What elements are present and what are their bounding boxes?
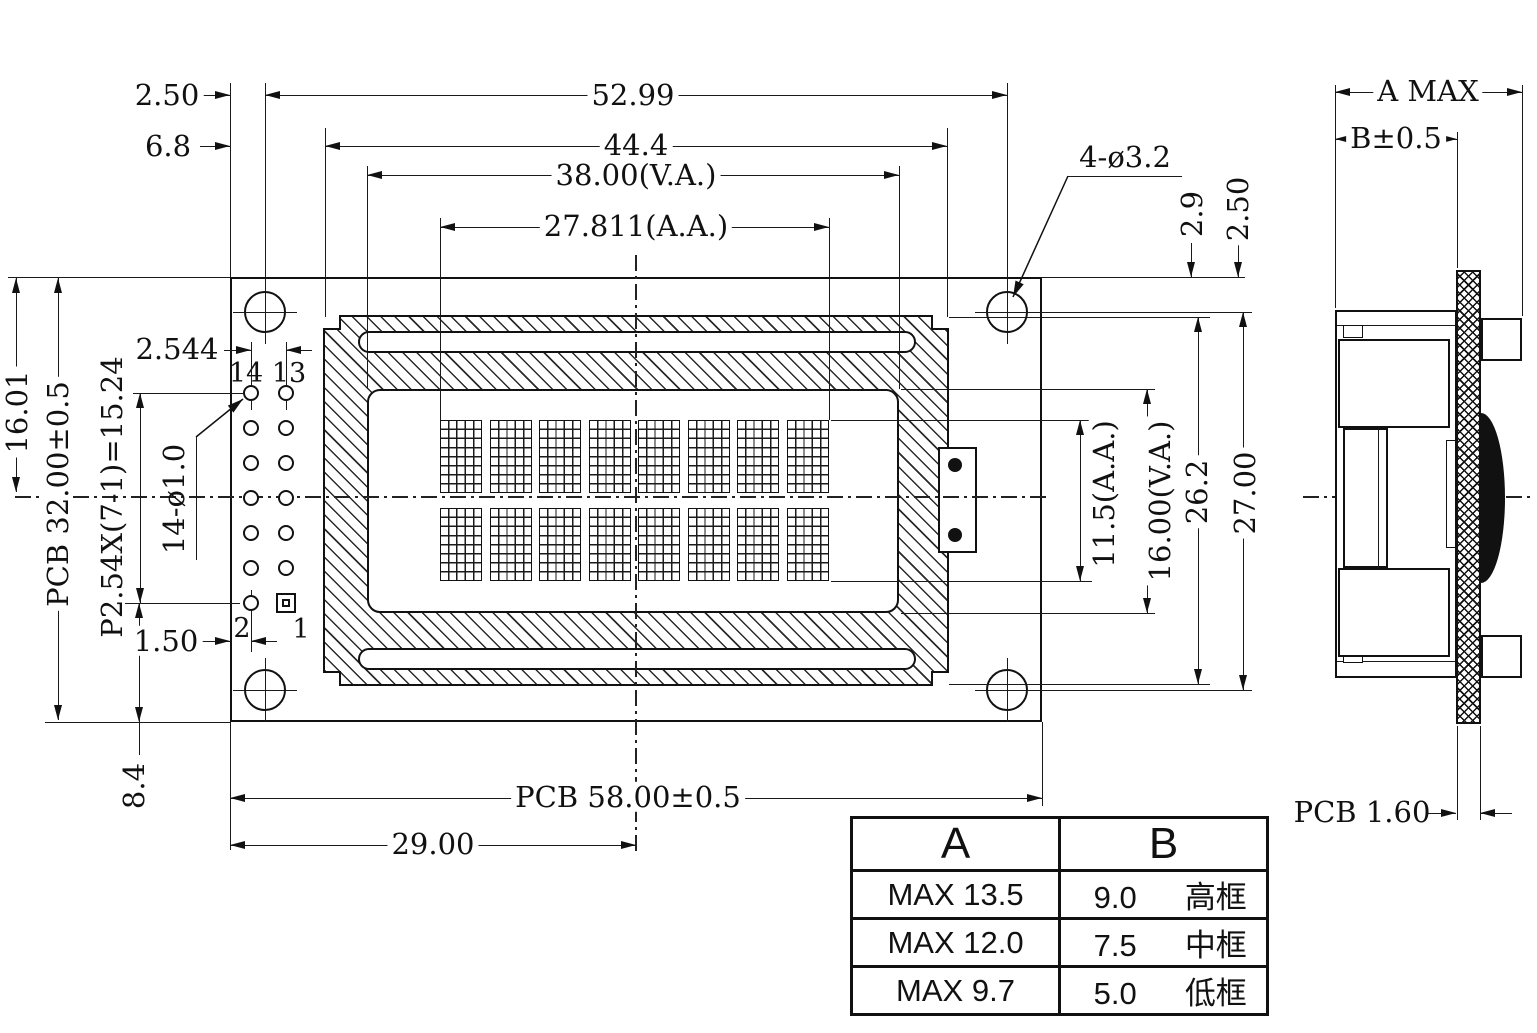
character-block <box>737 420 779 493</box>
pin-hole <box>243 490 259 506</box>
character-block <box>787 508 829 581</box>
pin-label-1: 1 <box>292 613 310 645</box>
dim-pcb-thickness: PCB 1.60 <box>1293 794 1431 829</box>
character-block <box>589 420 631 493</box>
pin-label-13: 13 <box>271 357 307 389</box>
b-label: 高框 <box>1184 880 1247 915</box>
vertical-centerline <box>635 255 637 855</box>
b-value: 9.0 <box>1093 880 1137 915</box>
side-top-step <box>1343 325 1363 338</box>
cell-b: 9.0 高框 <box>1058 869 1269 920</box>
table-header-b: B <box>1058 816 1269 872</box>
character-block <box>440 508 482 581</box>
dim-mount-hole-note: 4-ø3.2 <box>1079 139 1171 174</box>
table-row: MAX 9.7 5.0 低框 <box>850 965 1269 1016</box>
table-header-a: A <box>850 816 1061 872</box>
b-label: 低框 <box>1184 976 1247 1011</box>
pin-hole <box>243 525 259 541</box>
pin-hole <box>243 560 259 576</box>
character-block <box>638 508 680 581</box>
pin-hole <box>278 420 294 436</box>
side-lcd-glass <box>1343 428 1388 568</box>
backlight-pin-dot <box>948 458 962 472</box>
pin-hole <box>243 595 259 611</box>
dim-edge-to-bezel-gap: 2.9 <box>1175 186 1209 242</box>
dim-edge-to-hole: 2.50 <box>130 79 204 110</box>
side-bottom-cell <box>1338 568 1450 657</box>
cell-a: MAX 12.0 <box>850 917 1061 968</box>
dim-viewing-area-width: 38.00(V.A.) <box>551 159 721 190</box>
dim-pin-to-bottom-edge: 8.4 <box>117 758 151 814</box>
dim-bezel-height: 26.2 <box>1180 455 1214 529</box>
dim-hole-span: 52.99 <box>587 79 679 110</box>
dim-pin-hole-note: 14-ø1.0 <box>156 443 191 555</box>
dim-active-area-height: 11.5(A.A.) <box>1087 416 1121 572</box>
side-pcb-strip <box>1456 270 1481 724</box>
dim-edge-to-pin: 1.50 <box>129 625 203 656</box>
character-block <box>638 420 680 493</box>
cell-a: MAX 13.5 <box>850 869 1061 920</box>
dim-pin-span: P2.54X(7-1)=15.24 <box>94 356 129 638</box>
dim-pin-col-pitch: 2.544 <box>131 333 223 364</box>
cell-b: 5.0 低框 <box>1058 965 1269 1016</box>
dim-active-area-width: 27.811(A.A.) <box>539 210 733 241</box>
dim-edge-to-hole-right: 2.50 <box>1221 172 1255 246</box>
character-block <box>688 508 730 581</box>
b-label: 中框 <box>1184 928 1247 963</box>
table-row: MAX 13.5 9.0 高框 <box>850 869 1269 920</box>
pin1-square-pad-inner <box>282 599 290 607</box>
dim-edge-to-bezel: 6.8 <box>140 130 196 161</box>
b-value: 5.0 <box>1093 976 1137 1011</box>
cell-a: MAX 9.7 <box>850 965 1061 1016</box>
pin-hole <box>278 525 294 541</box>
side-back-pad-top <box>1481 318 1522 361</box>
backlight-pin-dot <box>948 528 962 542</box>
bezel-bottom-slot <box>358 648 916 670</box>
character-block <box>539 420 581 493</box>
pin-hole <box>243 455 259 471</box>
frame-height-table: A B MAX 13.5 9.0 高框 MAX 12.0 7.5 中框 MAX … <box>850 816 1269 1016</box>
pin-hole <box>243 420 259 436</box>
character-block <box>737 508 779 581</box>
pin-hole <box>278 490 294 506</box>
table-row: MAX 12.0 7.5 中框 <box>850 917 1269 968</box>
dim-viewing-area-height: 16.00(V.A.) <box>1143 416 1177 586</box>
horizontal-centerline <box>15 496 1048 498</box>
pin-hole <box>278 455 294 471</box>
character-block <box>440 420 482 493</box>
bezel-top-slot <box>358 331 916 353</box>
dim-pcb-height: PCB 32.00±0.5 <box>41 377 75 611</box>
side-top-cell <box>1338 339 1450 428</box>
b-value: 7.5 <box>1093 928 1137 963</box>
character-block <box>787 420 829 493</box>
dim-bezel-width: 44.4 <box>599 129 673 160</box>
dim-half-width: 29.00 <box>387 828 479 859</box>
pin-hole <box>243 385 259 401</box>
dim-hole-span-vertical: 27.00 <box>1228 447 1262 539</box>
dim-depth-max: A MAX <box>1373 75 1483 106</box>
dim-frame-depth: B±0.5 <box>1346 122 1446 153</box>
pin-hole <box>278 385 294 401</box>
character-block <box>589 508 631 581</box>
pin-label-14: 14 <box>228 357 264 389</box>
character-block <box>539 508 581 581</box>
cell-b: 7.5 中框 <box>1058 917 1269 968</box>
dim-pcb-width: PCB 58.00±0.5 <box>511 781 745 812</box>
side-back-pad-bottom <box>1481 635 1522 678</box>
pin-label-2: 2 <box>233 612 251 644</box>
dim-top-to-center: 16.01 <box>0 366 34 458</box>
character-block <box>490 508 532 581</box>
character-block <box>688 420 730 493</box>
side-connector-strip <box>1446 440 1456 548</box>
pin-hole <box>278 560 294 576</box>
character-block <box>490 420 532 493</box>
